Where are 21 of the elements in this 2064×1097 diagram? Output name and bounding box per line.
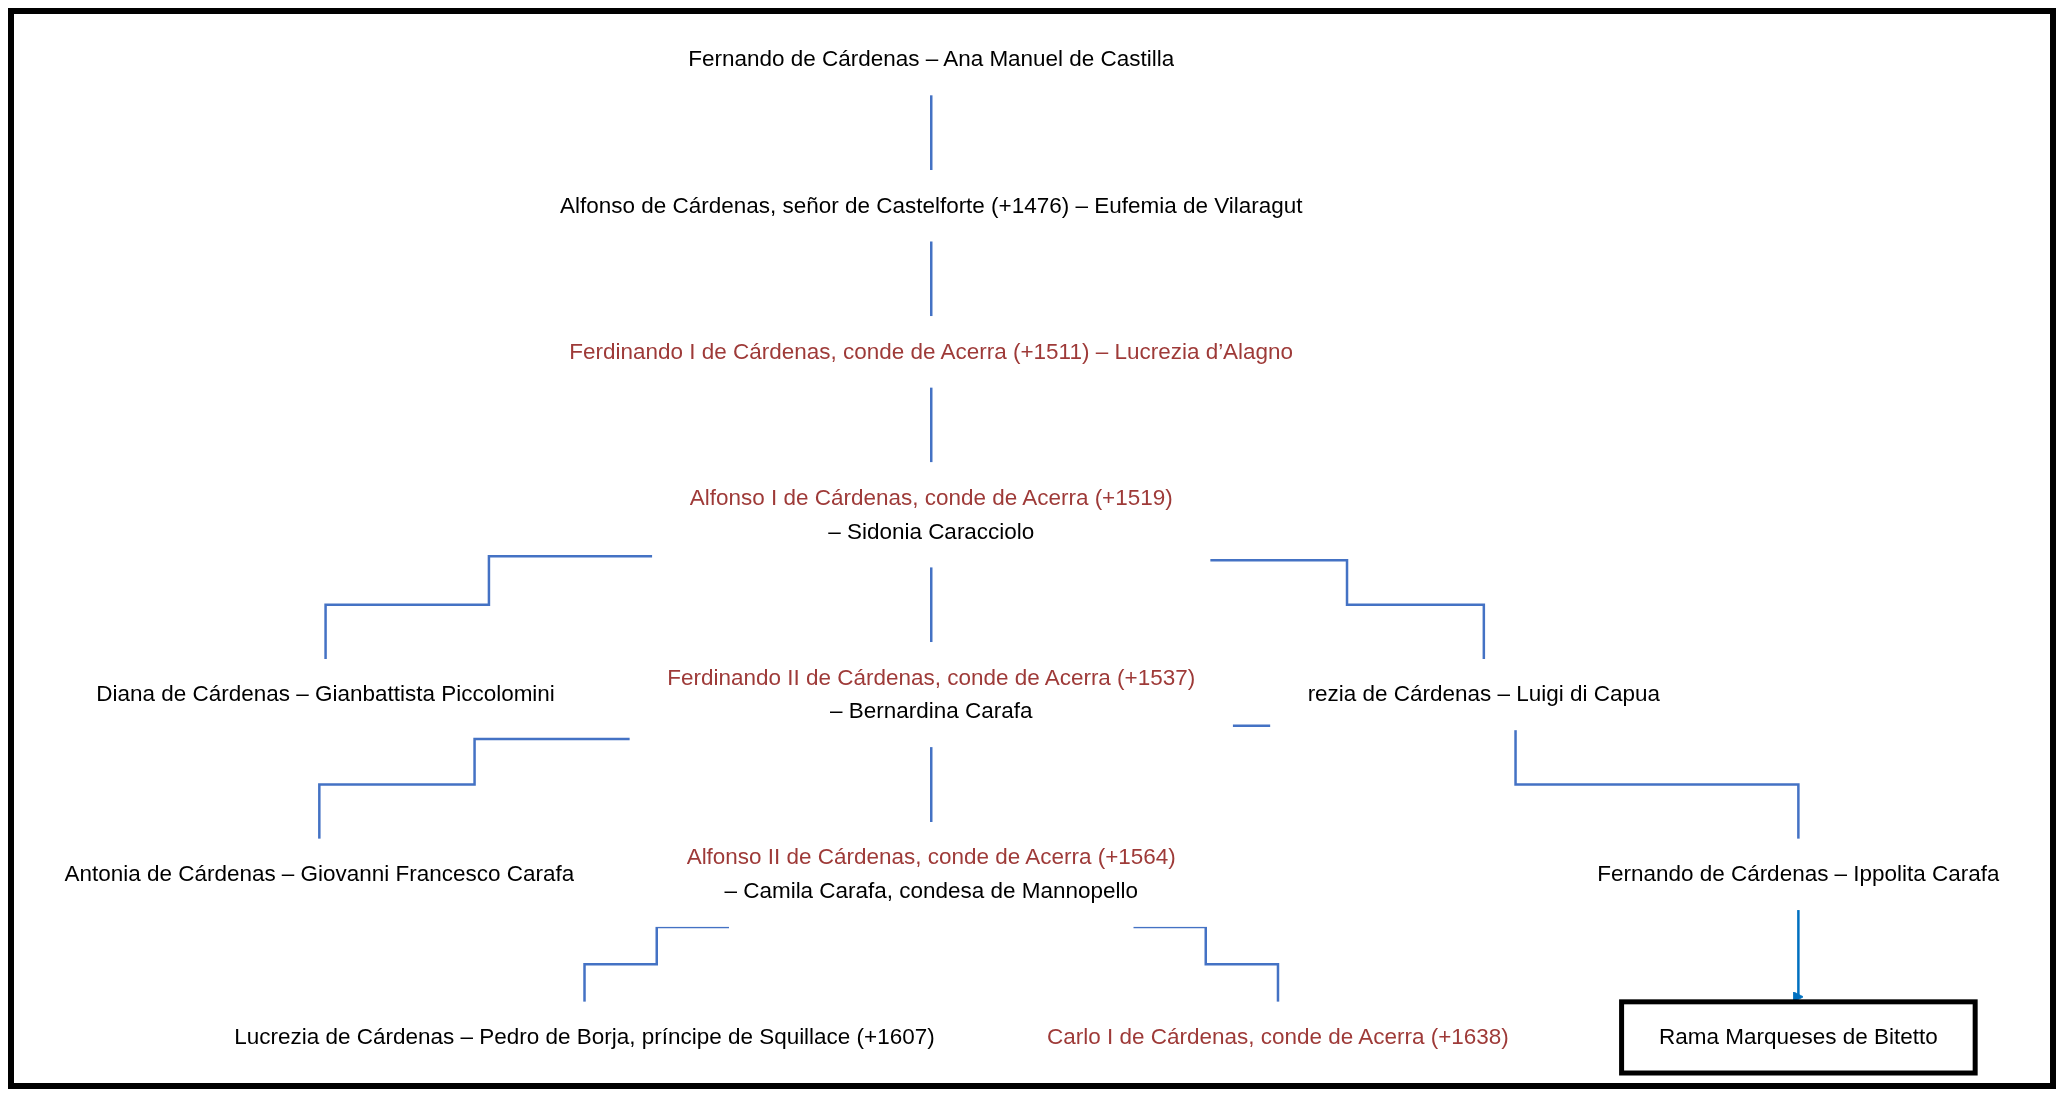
node-text: Alfonso I de Cárdenas, conde de Acerra (+1519) – Sidonia Caracciolo bbox=[689, 484, 1173, 544]
connector bbox=[583, 925, 729, 1004]
connector bbox=[930, 93, 933, 172]
connector bbox=[930, 566, 933, 644]
connector bbox=[324, 554, 653, 661]
connector bbox=[1210, 558, 1486, 661]
node-text: Antonia de Cárdenas – Giovanni Francesco Carafa bbox=[64, 861, 575, 887]
node-text: Fernando de Cárdenas – Ana Manuel de Castilla bbox=[688, 46, 1175, 72]
node-text: Ferdinando II de Cárdenas, conde de Acerra (+1537) – Bernardina Carafa bbox=[667, 664, 1196, 724]
connector bbox=[930, 745, 933, 824]
node-text: Diana de Cárdenas – Gianbattista Piccolomini bbox=[96, 681, 555, 707]
connector bbox=[930, 386, 933, 464]
connector bbox=[930, 240, 933, 318]
node-text: Fernando de Cárdenas – Ippolita Carafa bbox=[1597, 861, 2000, 887]
node-text: Lucrezia de Cárdenas – Pedro de Borja, príncipe de Squillace (+1607) bbox=[234, 1024, 935, 1050]
connector bbox=[1133, 925, 1280, 1004]
node-text: Alfonso de Cárdenas, señor de Castelforte (+1476) – Eufemia de Vilaragut bbox=[560, 192, 1303, 218]
node-box: Rama Marqueses de Bitetto bbox=[1619, 999, 1978, 1076]
node-text: Carlo I de Cárdenas, conde de Acerra (+1638) bbox=[1047, 1024, 1509, 1050]
node-text: Ferdinando I de Cárdenas, conde de Acerra (+1511) – Lucrezia d’Alagno bbox=[569, 338, 1294, 364]
connector bbox=[318, 737, 630, 841]
